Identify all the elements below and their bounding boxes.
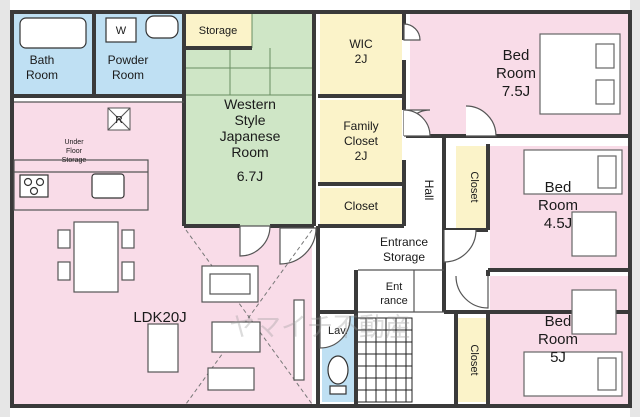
japanese-room-area — [186, 48, 312, 226]
refrigerator-label: R — [115, 115, 122, 126]
storage-top-label: Storage — [199, 25, 238, 37]
bedroom2-label-2: Room — [538, 197, 578, 214]
bedroom3-label-2: Room — [538, 331, 578, 348]
tatami-grid — [186, 14, 312, 96]
lav-label: Lav. — [328, 325, 348, 337]
closet-bed3-label: Closet — [468, 344, 480, 375]
closet-mid-area — [320, 188, 402, 224]
bedroom1-label-2: Room — [496, 65, 536, 82]
sink-icon — [91, 173, 125, 199]
stove-icon — [19, 174, 49, 198]
beds — [523, 33, 623, 397]
ldk-label: LDK20J — [133, 309, 186, 326]
underfloor-label-1: Under — [64, 139, 84, 146]
powder-room-label-2: Room — [112, 68, 144, 82]
wic-label-2: 2J — [355, 52, 368, 66]
open-ceiling-marks — [185, 229, 313, 405]
underfloor-label-3: Storage — [62, 157, 87, 164]
watermark: ヤマイチ不動産 — [229, 313, 411, 343]
closet-mid-label: Closet — [344, 199, 379, 213]
closet-bed2-area — [456, 146, 486, 228]
walls — [10, 10, 632, 408]
washer-label: W — [116, 25, 127, 37]
japanese-room-label-5: 6.7J — [237, 168, 263, 184]
entrance-label-1: Ent — [386, 281, 403, 293]
family-closet-label-1: Family — [343, 119, 378, 133]
entrance-tiles — [355, 317, 413, 403]
bath-room-label-2: Room — [26, 68, 58, 82]
bathtub-icon — [19, 17, 87, 49]
bath-room-label-1: Bath — [30, 53, 55, 67]
japanese-room-label-2: Style — [234, 112, 265, 128]
dining-set — [57, 221, 135, 293]
japanese-room-label-4: Room — [231, 144, 268, 160]
thin-lines — [13, 101, 444, 313]
storage-top-area — [186, 14, 252, 48]
closet-bed2-label: Closet — [468, 171, 480, 202]
refrigerator-box — [107, 107, 131, 131]
wic-area — [320, 14, 402, 94]
bedroom1-label-3: 7.5J — [502, 83, 530, 100]
family-closet-label-3: 2J — [355, 149, 368, 163]
sofa-set — [147, 265, 305, 391]
balcony-left — [0, 0, 10, 417]
entrance-storage-label-2: Storage — [383, 250, 425, 264]
entrance-storage-label-1: Entrance — [380, 235, 428, 249]
powder-room-label-1: Powder — [108, 53, 149, 67]
fixtures — [19, 15, 349, 395]
toilet-icon — [327, 355, 349, 385]
kitchen — [19, 173, 125, 199]
dining-table — [73, 221, 119, 293]
washbasin-icon — [145, 15, 179, 39]
entrance-label-2: rance — [380, 295, 408, 307]
japanese-room-label-1: Western — [224, 96, 276, 112]
bedroom1-label-1: Bed — [503, 47, 530, 64]
japanese-room-label-3: Japanese — [220, 128, 281, 144]
washer-box — [105, 17, 137, 43]
hall-label: Hall — [422, 180, 436, 201]
closet-bed3-area — [456, 318, 486, 402]
japanese-upper-area — [252, 14, 312, 48]
family-closet-area — [320, 100, 402, 182]
bedroom3-label-1: Bed — [545, 313, 572, 330]
balcony-right — [630, 0, 640, 417]
underfloor-label-2: Floor — [66, 148, 83, 155]
bedroom2-label-1: Bed — [545, 179, 572, 196]
bedroom3-label-3: 5J — [550, 349, 566, 366]
family-closet-label-2: Closet — [344, 134, 379, 148]
wic-label-1: WIC — [349, 37, 373, 51]
bedroom2-label-3: 4.5J — [544, 215, 572, 232]
